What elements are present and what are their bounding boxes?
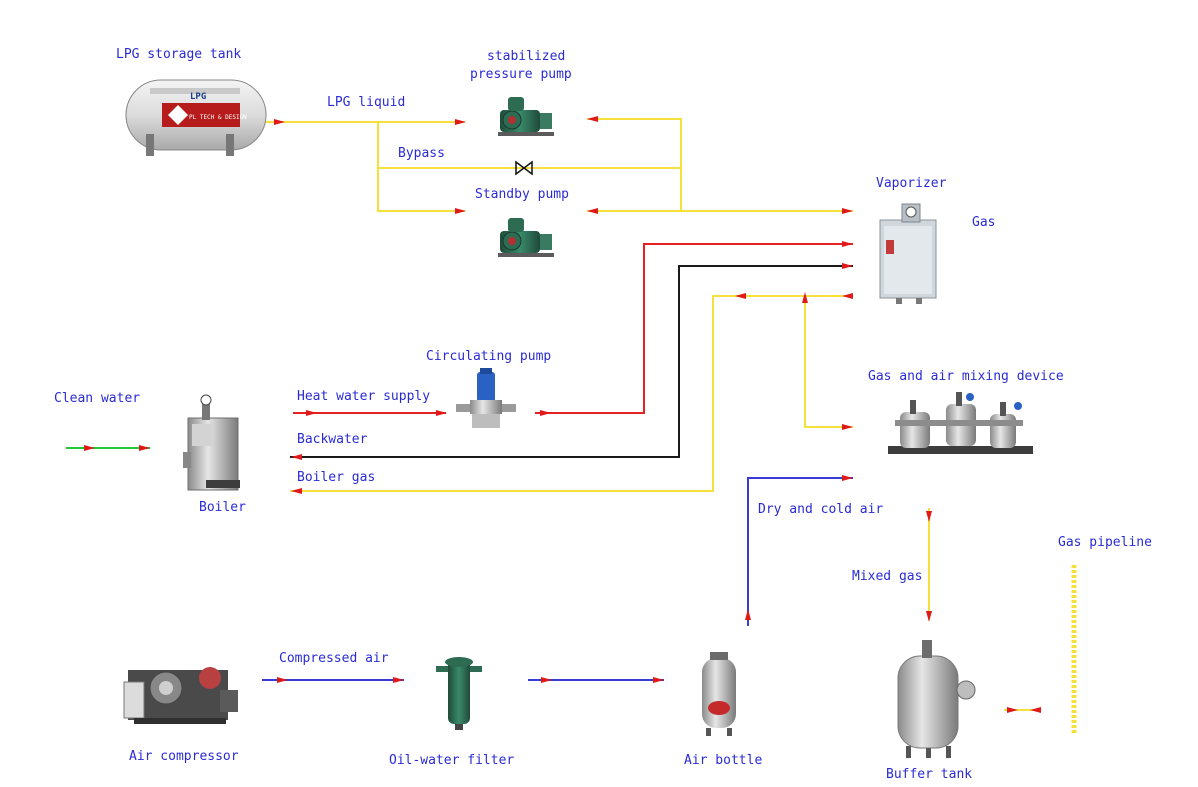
circulating-pump-image [456,368,516,428]
mixed-gas-label: Mixed gas [852,569,922,584]
arrow [291,454,302,460]
boiler-label: Boiler [199,500,246,515]
buffer-tank-image [897,640,976,758]
gas-air-mixing-device-label: Gas and air mixing device [868,369,1064,384]
boiler-gas-label: Boiler gas [297,470,375,485]
air-bottle-label: Air bottle [684,753,762,768]
circulating-pump-label: Circulating pump [426,349,551,364]
arrow [842,263,853,269]
arrow [393,677,404,683]
arrow [139,445,150,451]
arrow [1007,707,1018,713]
arrow [653,677,664,683]
pump-discharge-line [587,118,682,212]
arrow [436,410,447,416]
backwater-line [290,265,853,458]
bypass-valve-icon [515,160,533,176]
dry-cold-air-label: Dry and cold air [758,502,883,517]
air-compressor-label: Air compressor [129,749,239,764]
tank-brand-text: LPG [190,92,206,102]
air-bottle-image [702,652,736,736]
gas-air-mixing-device-image [888,392,1033,454]
gas-pipeline-label: Gas pipeline [1058,535,1152,550]
labels: LPG storage tank LPG liquid stabilized p… [54,47,1152,782]
gas-label: Gas [972,215,995,230]
hot-water-lines [293,243,853,414]
lpg-storage-tank-image: LPG PL TECH & DESIGN [125,79,267,156]
arrow [802,292,808,303]
air-compressor-image [123,667,238,724]
heat-water-supply-label: Heat water supply [297,389,430,404]
arrow [84,445,95,451]
arrow [274,119,285,125]
stabilized-pump-label-line2: pressure pump [470,67,572,82]
standby-pump-label: Standby pump [475,187,569,202]
bypass-label: Bypass [398,146,445,161]
buffer-tank-label: Buffer tank [886,767,972,782]
tank-company-text: PL TECH & DESIGN [189,114,247,121]
arrow [926,511,932,522]
arrow [1030,707,1041,713]
lpg-storage-tank-label: LPG storage tank [116,47,241,62]
dry-cold-air-line [747,477,853,626]
arrow [455,119,466,125]
gas-to-mixer-line [804,296,853,428]
vaporizer-label: Vaporizer [876,176,947,191]
arrow [306,410,317,416]
stabilized-pressure-pump-image [498,97,554,136]
arrow [842,293,853,299]
oil-water-filter-image [436,657,482,730]
arrow [926,611,932,622]
backwater-label: Backwater [297,432,368,447]
arrow [745,609,751,620]
arrow [587,116,598,122]
arrow [277,677,288,683]
compressed-air-label: Compressed air [279,651,389,666]
arrow [842,475,853,481]
hot-water-to-vaporizer-line [535,243,853,414]
arrow [587,208,598,214]
arrow [842,208,853,214]
boiler-image [183,394,240,491]
arrow [291,488,302,494]
flow-arrows [84,116,1041,713]
clean-water-label: Clean water [54,391,140,406]
boiler-gas-line [290,295,853,492]
arrow [541,677,552,683]
oil-water-filter-label: Oil-water filter [389,753,514,768]
arrow [735,293,746,299]
arrow [455,208,466,214]
standby-pump-image [498,218,554,257]
arrow [540,410,551,416]
vaporizer-image [879,203,937,304]
lpg-branch-line [377,122,465,212]
arrow [842,424,853,430]
arrow [842,241,853,247]
lpg-lines [262,118,1040,711]
lpg-liquid-label: LPG liquid [327,95,405,110]
stabilized-pump-label-line1: stabilized [487,49,565,64]
